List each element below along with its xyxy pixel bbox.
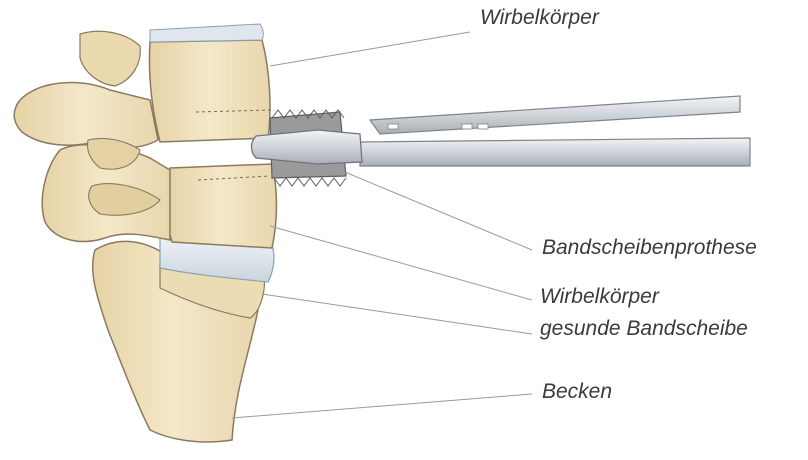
instrument-lower-shaft — [360, 138, 750, 166]
instrument-head — [252, 130, 363, 164]
upper-articular-process — [80, 31, 140, 86]
leader-line-wirbelkoerper-lower — [270, 226, 532, 300]
label-bandscheibenprothese: Bandscheibenprothese — [542, 236, 757, 260]
label-wirbelkoerper-upper: Wirbelkörper — [480, 6, 599, 30]
label-gesunde-bandscheibe: gesunde Bandscheibe — [540, 317, 748, 341]
upper-body-top-disc — [150, 24, 263, 42]
leader-line-becken — [232, 394, 532, 418]
instrument-slot-2 — [462, 124, 472, 129]
leader-line-wirbelkoerper-upper — [270, 32, 470, 66]
upper-vertebral-body — [149, 40, 270, 142]
leader-line-disc — [262, 294, 532, 334]
label-wirbelkoerper-lower: Wirbelkörper — [540, 285, 659, 309]
instrument-slot-3 — [478, 124, 488, 129]
instrument-upper-shaft — [370, 96, 740, 134]
implant-teeth-bottom — [274, 178, 346, 186]
leader-line-prosthesis — [340, 170, 532, 250]
upper-posterior-elements — [14, 83, 158, 148]
instrument-slot-1 — [388, 124, 398, 129]
label-becken: Becken — [542, 380, 612, 404]
